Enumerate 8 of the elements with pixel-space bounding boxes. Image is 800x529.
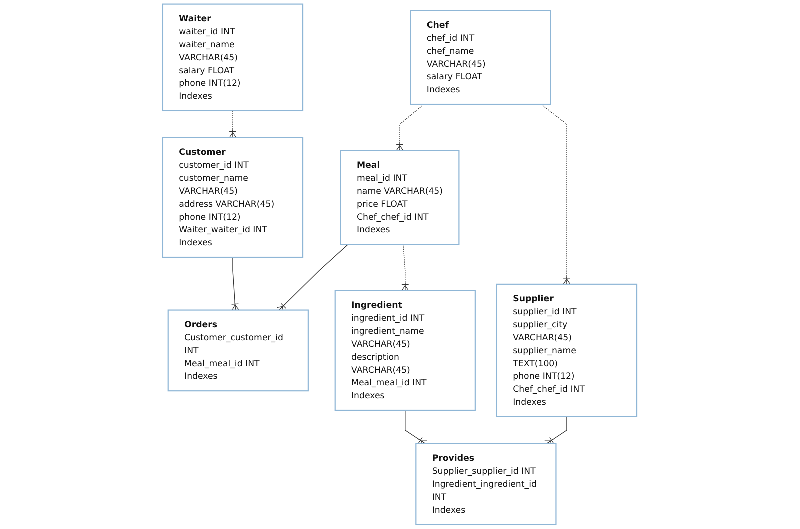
node-box: Waiter waiter_id INT waiter_name VARCHAR(45) salary FLOAT phone INT(12) Indexes	[162, 4, 304, 112]
node-box: Customer customer_id INT customer_name VARCHAR(45) address VARCHAR(45) phone INT(12) Waiter_waiter_id INT Indexes	[162, 137, 304, 258]
node-box: Orders Customer_customer_id INT Meal_meal_id INT Indexes	[168, 310, 309, 392]
node-box: Meal meal_id INT name VARCHAR(45) price FLOAT Chef_chef_id INT Indexes	[340, 150, 460, 246]
node-box: Ingredient ingredient_id INT ingredient_name VARCHAR(45) description VARCHAR(45) Meal_meal_id INT Indexes	[334, 290, 476, 412]
node-box: Provides Supplier_supplier_id INT Ingredient_ingredient_id INT Indexes	[416, 443, 557, 526]
node-box: Supplier supplier_id INT supplier_city VARCHAR(45) supplier_name TEXT(100) phone INT(12) Chef_chef_id INT Indexes	[496, 284, 638, 418]
node-box: Chef chef_id INT chef_name VARCHAR(45) salary FLOAT Indexes	[410, 10, 552, 106]
